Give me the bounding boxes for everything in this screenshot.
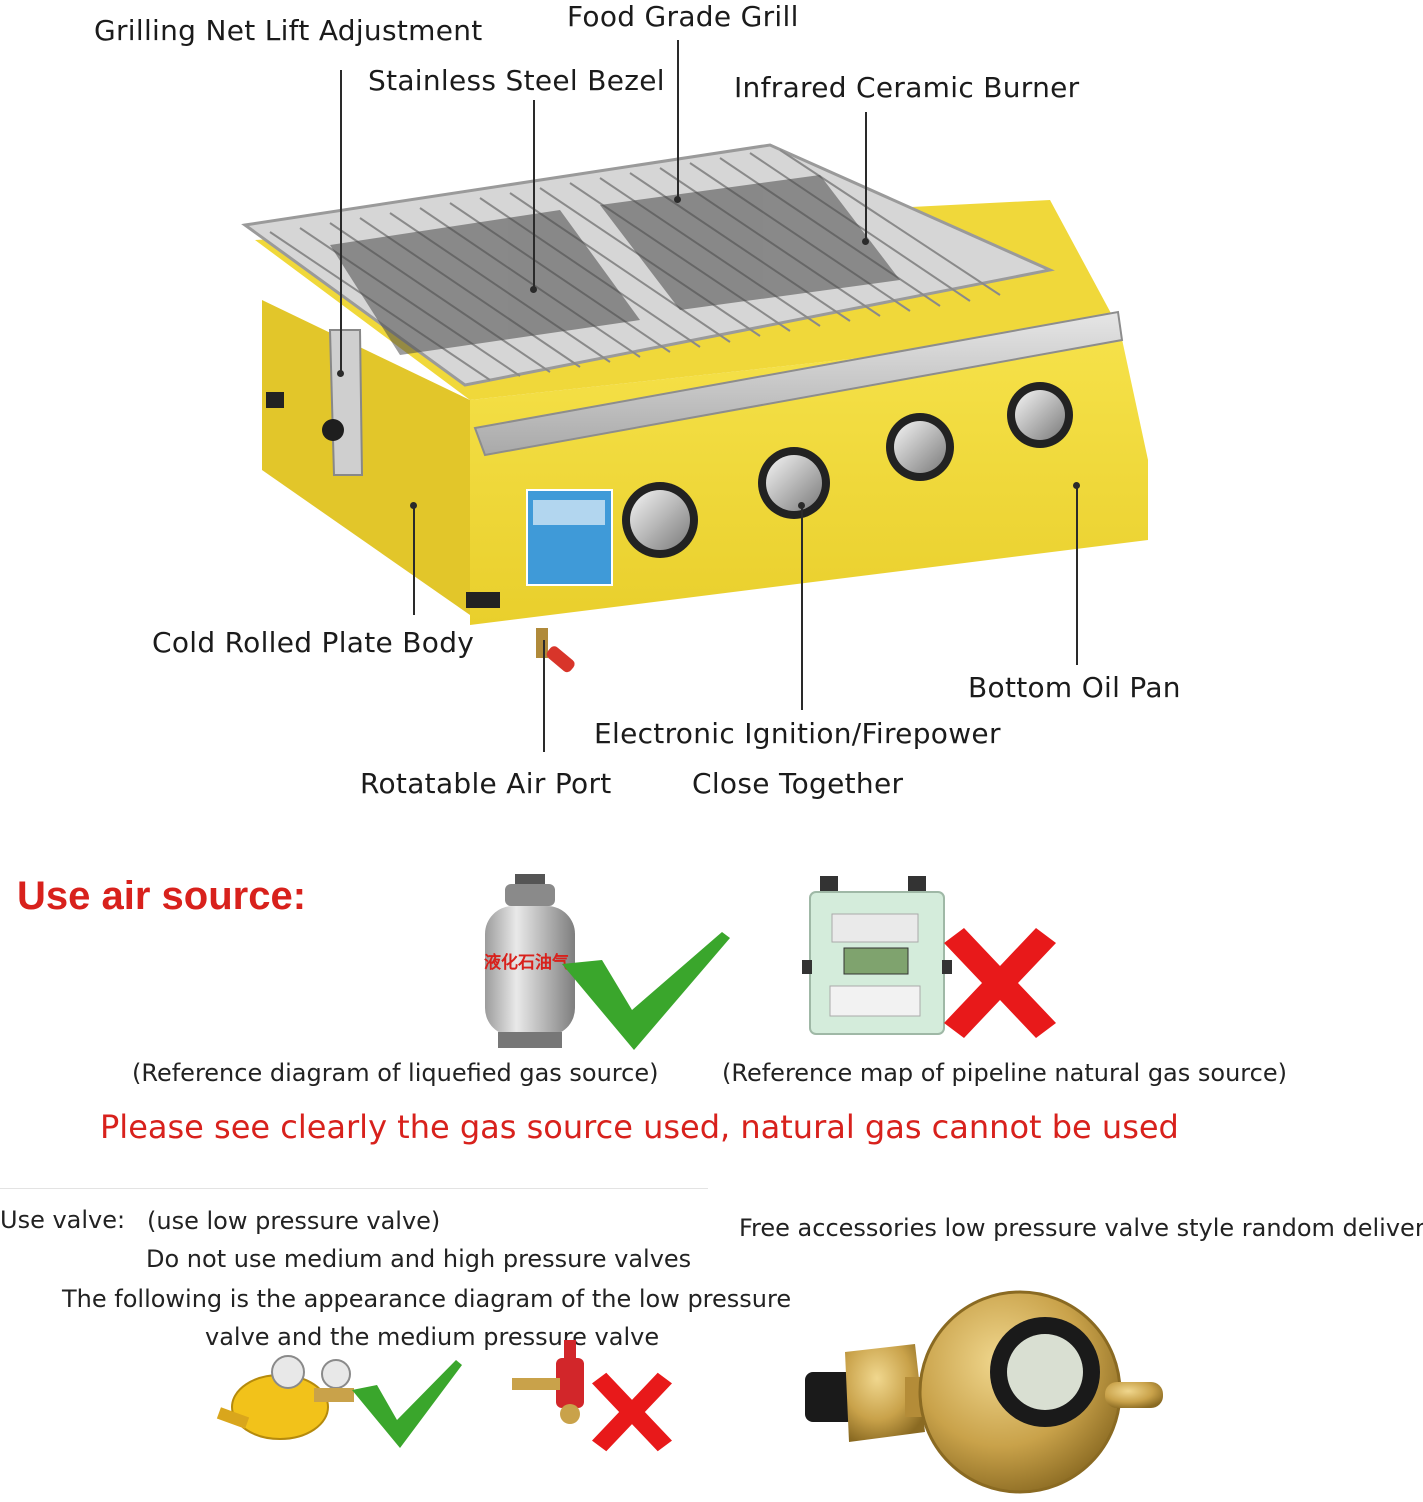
appearance-line-2: valve and the medium pressure valve [205,1323,660,1351]
grill-illustration [241,143,1148,673]
pipeline-caption: (Reference map of pipeline natural gas s… [722,1059,1287,1087]
low-pressure-valve-image [216,1355,354,1440]
callout-stainless-steel-bezel: Stainless Steel Bezel [368,64,665,97]
lpg-tank-image [485,874,575,1048]
leader-line [340,70,342,375]
callout-bottom-oil-pan: Bottom Oil Pan [968,671,1181,704]
callout-close-together: Close Together [692,767,904,800]
leader-line [543,640,545,752]
check-icon [562,932,730,1050]
free-accessories-note: Free accessories low pressure valve styl… [739,1214,1423,1242]
callout-electronic-ignition: Electronic Ignition/Firepower [594,717,1001,750]
leader-line [865,112,867,242]
leader-dot [530,286,537,293]
leader-line [1076,485,1078,665]
lpg-caption: (Reference diagram of liquefied gas sour… [132,1059,659,1087]
callout-rotatable-air-port: Rotatable Air Port [360,767,612,800]
divider [0,1188,708,1189]
brass-regulator-image [805,1290,1163,1494]
cross-icon [592,1372,672,1452]
callout-cold-rolled-plate-body: Cold Rolled Plate Body [152,626,475,659]
appearance-line-1: The following is the appearance diagram … [62,1285,792,1313]
callout-grilling-net-lift: Grilling Net Lift Adjustment [94,14,483,47]
leader-dot [337,370,344,377]
valve-label: Use valve: [0,1206,126,1234]
leader-line [677,40,679,200]
low-pressure-note: (use low pressure valve) [147,1207,441,1235]
gas-warning: Please see clearly the gas source used, … [100,1108,1179,1146]
air-source-heading: Use air source: [17,874,307,918]
callout-infrared-ceramic-burner: Infrared Ceramic Burner [734,71,1080,104]
leader-line [533,100,535,290]
leader-dot [862,238,869,245]
leader-line [413,505,415,615]
tank-label: 液化石油气 [484,953,569,973]
gas-meter-image [802,876,952,1035]
leader-line [801,505,803,710]
cross-icon [944,928,1056,1038]
leader-dot [798,502,805,509]
callout-food-grade-grill: Food Grade Grill [567,0,799,33]
check-icon [352,1360,462,1448]
leader-dot [674,196,681,203]
medium-pressure-valve-image [512,1340,584,1424]
no-medium-high-warning: Do not use medium and high pressure valv… [146,1245,692,1273]
leader-dot [410,502,417,509]
leader-dot [1073,482,1080,489]
